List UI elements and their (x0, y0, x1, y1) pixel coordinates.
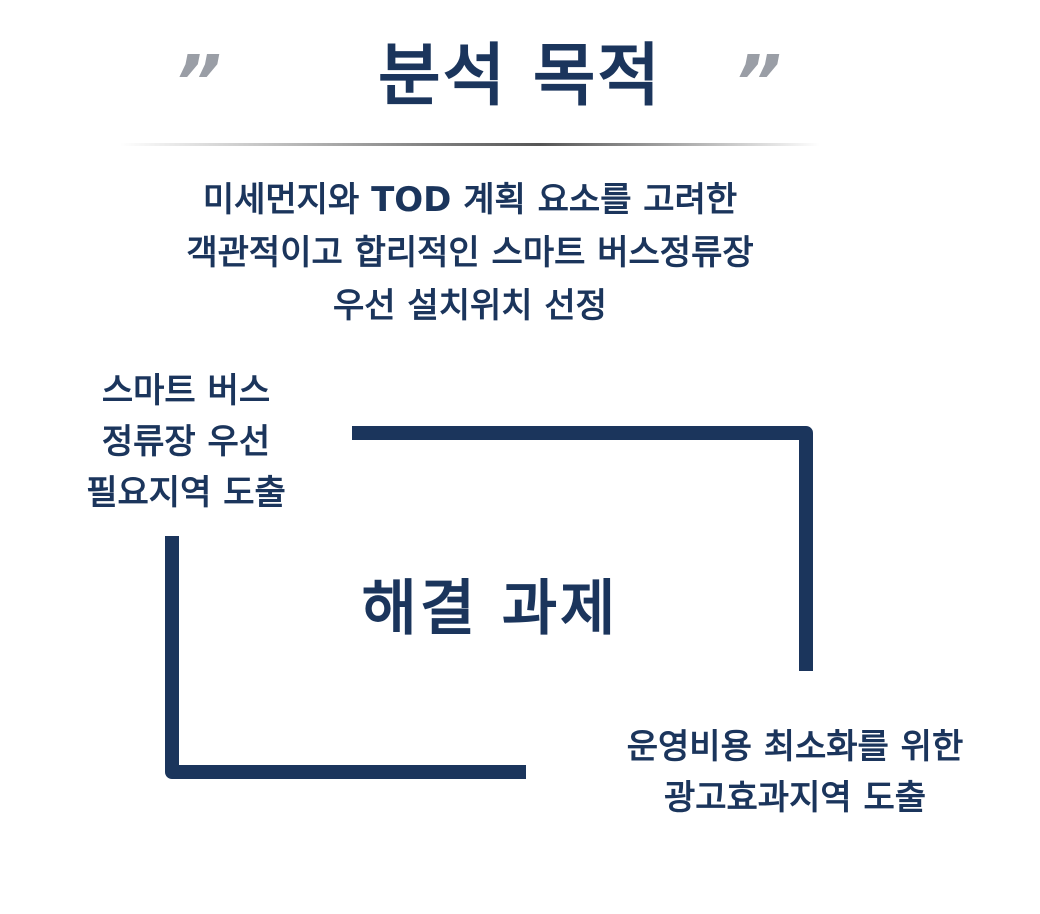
left-quote-mark: ” (174, 40, 222, 126)
purpose-line: 우선 설치위치 선정 (333, 286, 607, 326)
page-title: 분석 목적 (378, 37, 662, 116)
right-quote-mark: ” (734, 40, 782, 126)
task-smart-bus-stop-priority: 스마트 버스 정류장 우선 필요지역 도출 (46, 366, 326, 519)
upper-right-bracket (352, 426, 813, 671)
purpose-text: 미세먼지와 TOD 계획 요소를 고려한 객관적이고 합리적인 스마트 버스정류… (0, 174, 940, 333)
center-label: 해결 과제 (361, 574, 619, 644)
task-ad-effect-area: 운영비용 최소화를 위한 광고효과지역 도출 (560, 722, 1030, 824)
task-line: 운영비용 최소화를 위한 (626, 727, 964, 767)
purpose-line: 객관적이고 합리적인 스마트 버스정류장 (186, 233, 754, 273)
title-divider (120, 143, 820, 146)
task-line: 광고효과지역 도출 (663, 778, 927, 818)
purpose-line: 미세먼지와 TOD 계획 요소를 고려한 (202, 180, 738, 220)
lower-left-bracket (165, 536, 526, 779)
task-line: 정류장 우선 (101, 422, 271, 462)
task-line: 스마트 버스 (101, 371, 271, 411)
task-line: 필요지역 도출 (86, 473, 286, 513)
